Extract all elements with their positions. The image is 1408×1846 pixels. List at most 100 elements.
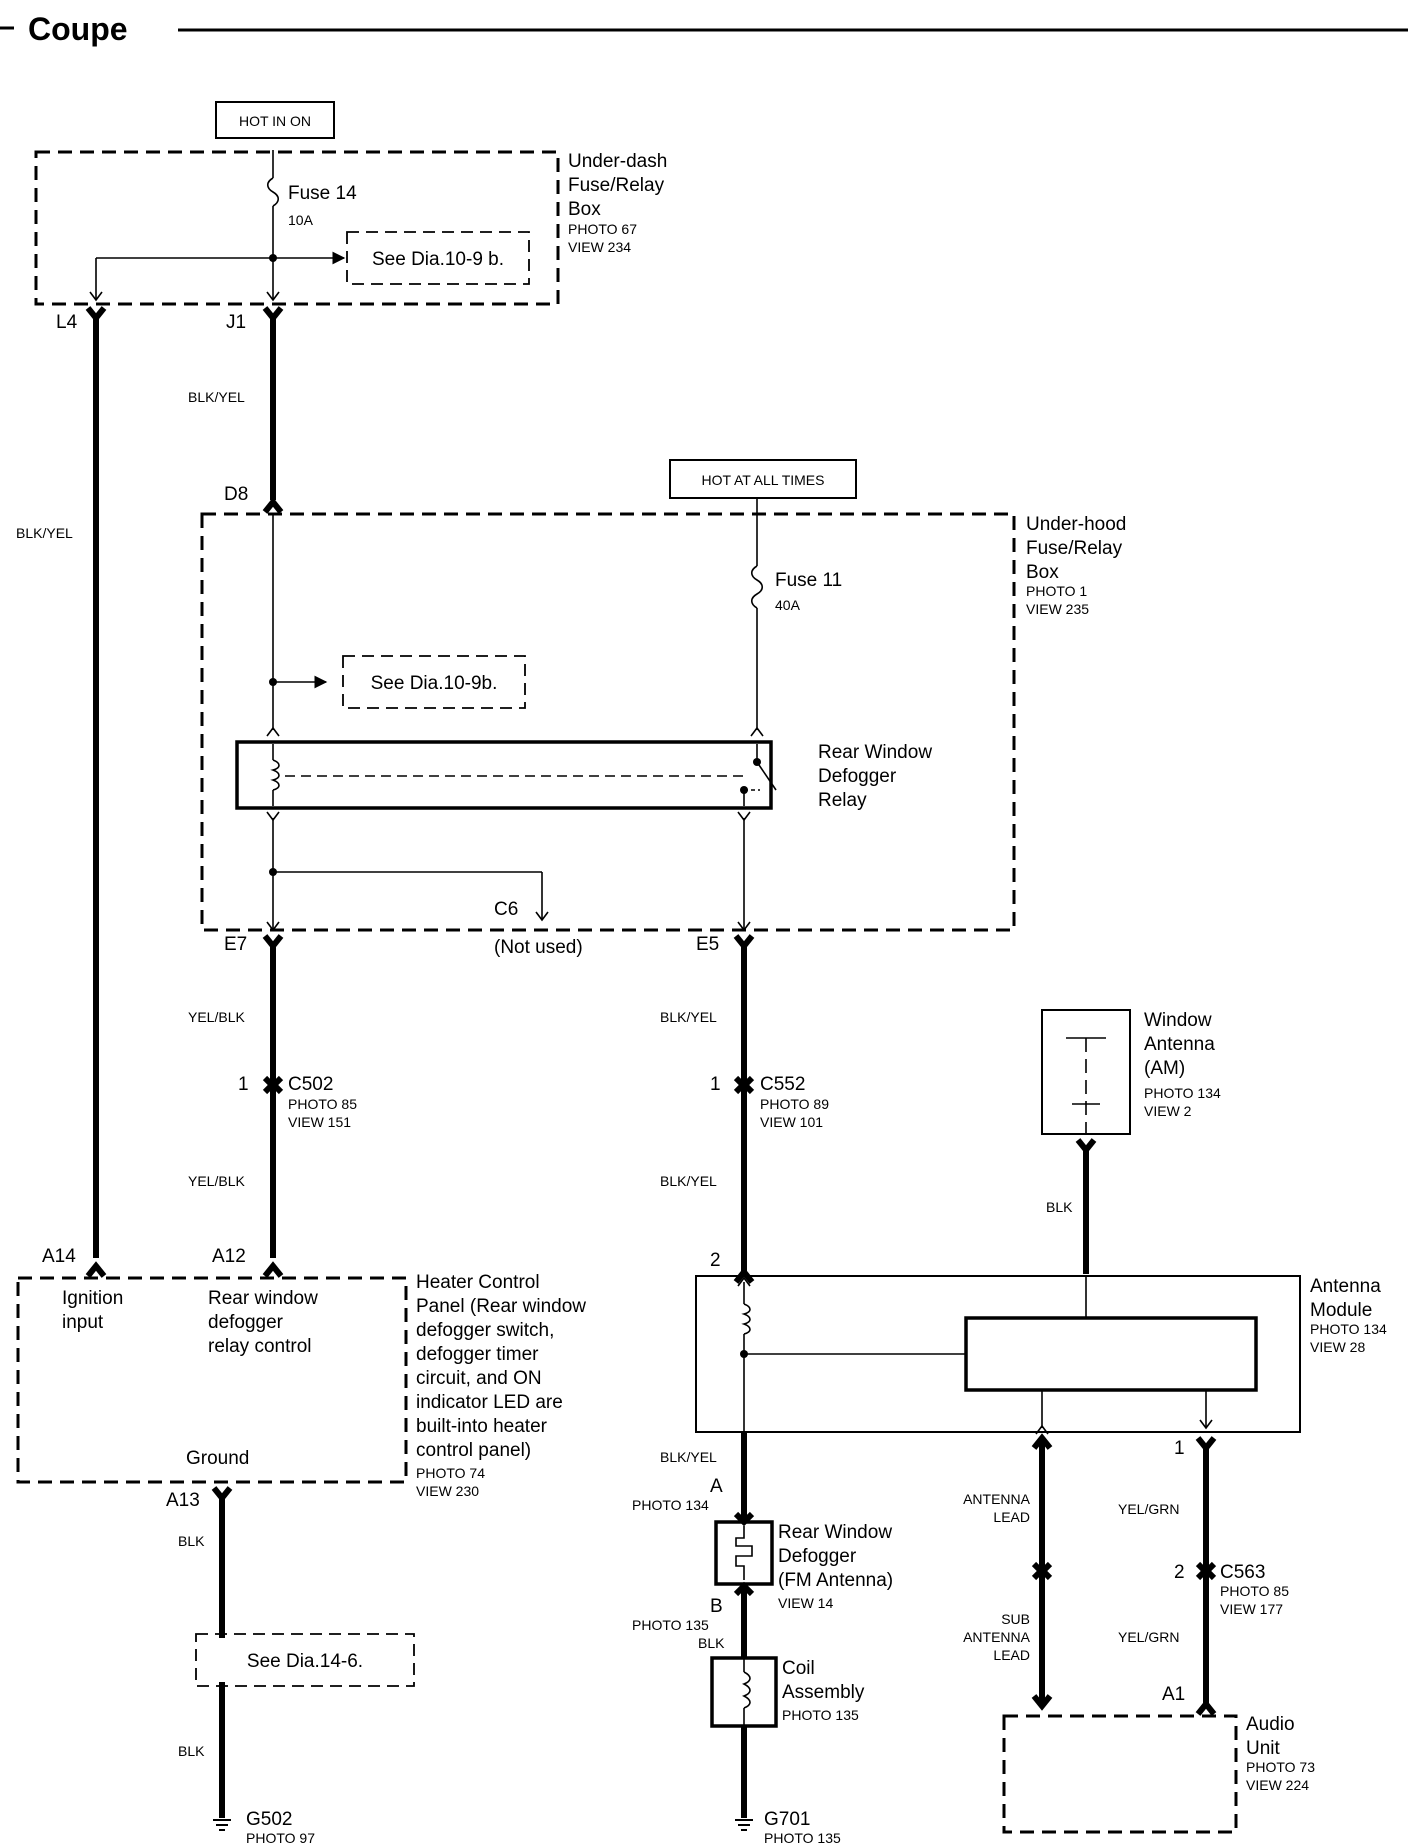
fuse-11-rating: 40A — [775, 597, 801, 613]
terminal-j1: J1 — [226, 312, 246, 333]
svg-text:ANTENNA: ANTENNA — [963, 1491, 1031, 1507]
svg-text:PHOTO 89: PHOTO 89 — [760, 1096, 829, 1112]
svg-text:Assembly: Assembly — [782, 1682, 865, 1703]
svg-text:PHOTO 1: PHOTO 1 — [1026, 583, 1087, 599]
svg-text:Audio: Audio — [1246, 1714, 1295, 1735]
svg-text:Rear window: Rear window — [208, 1288, 318, 1309]
svg-text:VIEW 230: VIEW 230 — [416, 1483, 479, 1499]
svg-text:defogger: defogger — [208, 1312, 284, 1333]
connector-c563: C563 PHOTO 85 VIEW 177 — [1220, 1562, 1289, 1617]
svg-text:Antenna: Antenna — [1310, 1276, 1381, 1297]
svg-text:Defogger: Defogger — [818, 766, 897, 787]
svg-text:PHOTO 67: PHOTO 67 — [568, 221, 637, 237]
under-hood-box-label: Under-hood Fuse/Relay Box PHOTO 1 VIEW 2… — [1026, 514, 1126, 617]
svg-text:Under-hood: Under-hood — [1026, 514, 1126, 535]
svg-text:VIEW 177: VIEW 177 — [1220, 1601, 1283, 1617]
svg-text:Rear Window: Rear Window — [778, 1522, 892, 1543]
fuse-11-label: Fuse 11 — [775, 570, 842, 591]
hot-at-all-times-box — [669, 459, 857, 499]
svg-text:G502: G502 — [246, 1809, 292, 1830]
svg-text:VIEW 101: VIEW 101 — [760, 1114, 823, 1130]
connector-c502: C502 PHOTO 85 VIEW 151 — [288, 1074, 357, 1130]
under-dash-box-label: Under-dash Fuse/Relay Box PHOTO 67 VIEW … — [568, 151, 667, 255]
svg-text:PHOTO 135: PHOTO 135 — [782, 1707, 859, 1723]
svg-text:VIEW 28: VIEW 28 — [1310, 1339, 1365, 1355]
pin-ground: Ground — [186, 1448, 249, 1469]
ground-g502: G502 PHOTO 97 — [246, 1809, 315, 1846]
svg-text:See Dia.10-9b.: See Dia.10-9b. — [371, 673, 498, 694]
terminal-a13: A13 — [166, 1490, 200, 1511]
relay-label: Rear Window Defogger Relay — [818, 742, 932, 811]
svg-text:ANTENNA: ANTENNA — [963, 1629, 1031, 1645]
svg-text:Fuse/Relay: Fuse/Relay — [1026, 538, 1123, 559]
hot-in-on-box — [215, 101, 335, 139]
svg-text:LEAD: LEAD — [993, 1509, 1030, 1525]
svg-text:VIEW 151: VIEW 151 — [288, 1114, 351, 1130]
defogger-photo-a: PHOTO 134 — [632, 1497, 709, 1513]
antenna-amplifier-block — [964, 1316, 1258, 1392]
fuse-11-icon — [750, 565, 764, 609]
heater-control-panel-label: Heater Control Panel (Rear window defogg… — [416, 1272, 586, 1499]
svg-text:defogger switch,: defogger switch, — [416, 1320, 554, 1341]
terminal-a14: A14 — [42, 1246, 76, 1267]
svg-text:PHOTO 85: PHOTO 85 — [288, 1096, 357, 1112]
not-used-note: (Not used) — [494, 937, 583, 958]
wire-label-yel-grn-2: YEL/GRN — [1118, 1629, 1179, 1645]
svg-text:PHOTO 85: PHOTO 85 — [1220, 1583, 1289, 1599]
wire-label-blk-yel-1: BLK/YEL — [16, 525, 73, 541]
wire-label-blk-yel-3: BLK/YEL — [660, 1009, 717, 1025]
coil-icon — [742, 1671, 751, 1709]
fuse-14-rating: 10A — [288, 212, 314, 228]
svg-text:(FM Antenna): (FM Antenna) — [778, 1570, 893, 1591]
wire-label-yel-blk-2: YEL/BLK — [188, 1173, 245, 1189]
ground-g701: G701 PHOTO 135 — [764, 1809, 841, 1846]
connector-c552: C552 PHOTO 89 VIEW 101 — [760, 1074, 829, 1130]
wire-label-blk-yel-4: BLK/YEL — [660, 1173, 717, 1189]
rear-defogger-label: Rear Window Defogger (FM Antenna) VIEW 1… — [778, 1522, 893, 1611]
audio-unit — [1002, 1714, 1238, 1834]
defogger-terminal-a: A — [710, 1476, 723, 1497]
fuse-14-label: Fuse 14 — [288, 183, 357, 204]
wire-label-blk-yel-2: BLK/YEL — [188, 389, 245, 405]
wire-label-yel-grn-1: YEL/GRN — [1118, 1501, 1179, 1517]
sub-antenna-lead-label: SUB ANTENNA LEAD — [963, 1611, 1031, 1663]
svg-text:built-into heater: built-into heater — [416, 1416, 548, 1437]
svg-text:Box: Box — [568, 199, 601, 220]
svg-text:C552: C552 — [760, 1074, 805, 1095]
see-dia-10-9b-ref-2 — [342, 655, 526, 709]
svg-text:relay control: relay control — [208, 1336, 312, 1357]
svg-text:PHOTO 134: PHOTO 134 — [1144, 1085, 1221, 1101]
svg-text:VIEW 224: VIEW 224 — [1246, 1777, 1309, 1793]
window-antenna-label: Window Antenna (AM) PHOTO 134 VIEW 2 — [1144, 1010, 1221, 1119]
svg-text:Defogger: Defogger — [778, 1546, 857, 1567]
svg-text:LEAD: LEAD — [993, 1647, 1030, 1663]
c552-pin: 1 — [710, 1074, 721, 1095]
svg-text:VIEW 235: VIEW 235 — [1026, 601, 1089, 617]
svg-text:PHOTO 135: PHOTO 135 — [764, 1830, 841, 1846]
antenna-module-terminal-1: 1 — [1174, 1438, 1185, 1459]
heater-control-panel — [16, 1276, 408, 1484]
pin-ignition-input: Ignition input — [62, 1288, 123, 1333]
svg-text:Antenna: Antenna — [1144, 1034, 1215, 1055]
svg-text:indicator LED are: indicator LED are — [416, 1392, 563, 1413]
svg-text:See Dia.14-6.: See Dia.14-6. — [247, 1651, 363, 1672]
wire-label-blk-yel-5: BLK/YEL — [660, 1449, 717, 1465]
ground-g502-icon — [213, 1819, 231, 1831]
fuse-14-icon — [266, 177, 280, 207]
svg-text:Module: Module — [1310, 1300, 1372, 1321]
svg-text:PHOTO 97: PHOTO 97 — [246, 1830, 315, 1846]
svg-text:PHOTO 74: PHOTO 74 — [416, 1465, 485, 1481]
relay-coil-icon — [270, 759, 280, 791]
wire-label-yel-blk-1: YEL/BLK — [188, 1009, 245, 1025]
hot-at-all-times-label: HOT AT ALL TIMES — [702, 472, 825, 488]
svg-text:C563: C563 — [1220, 1562, 1265, 1583]
audio-unit-label: Audio Unit PHOTO 73 VIEW 224 — [1246, 1714, 1315, 1793]
svg-text:VIEW 14: VIEW 14 — [778, 1595, 833, 1611]
coil-assembly-label: Coil Assembly PHOTO 135 — [782, 1658, 865, 1723]
svg-text:Box: Box — [1026, 562, 1059, 583]
svg-text:Fuse/Relay: Fuse/Relay — [568, 175, 665, 196]
audio-unit-terminal-a1: A1 — [1162, 1684, 1185, 1705]
svg-text:VIEW 2: VIEW 2 — [1144, 1103, 1192, 1119]
svg-text:PHOTO 73: PHOTO 73 — [1246, 1759, 1315, 1775]
svg-text:Window: Window — [1144, 1010, 1212, 1031]
